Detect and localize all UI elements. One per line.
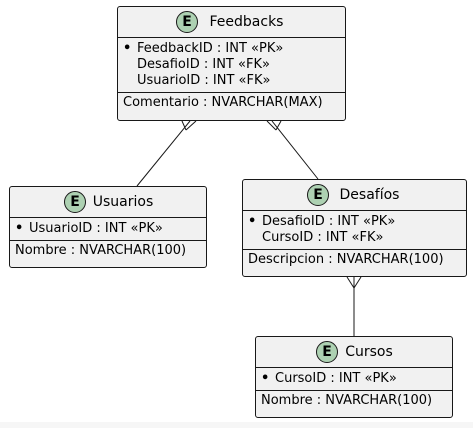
attribute: •UsuarioID : INT «PK» xyxy=(15,221,163,236)
entity-badge-icon: E xyxy=(307,184,329,206)
attribute: UsuarioID : INT «FK» xyxy=(137,73,271,88)
entity-usuarios-columns: Nombre : NVARCHAR(100) xyxy=(10,241,206,261)
entity-usuarios-title: Usuarios xyxy=(92,194,154,210)
attribute: CursoID : INT «FK» xyxy=(262,230,384,245)
relation-desafios-cursos xyxy=(346,276,362,336)
entity-cursos-columns: Nombre : NVARCHAR(100) xyxy=(256,391,452,411)
entity-cursos-header: E Cursos xyxy=(256,337,452,367)
entity-feedbacks-keys: •FeedbackID : INT «PK» DesafioID : INT «… xyxy=(118,38,345,92)
entity-desafios-keys: •DesafioID : INT «PK» CursoID : INT «FK» xyxy=(243,211,466,249)
entity-usuarios[interactable]: E Usuarios •UsuarioID : INT «PK» Nombre … xyxy=(9,186,207,268)
entity-feedbacks-header: E Feedbacks xyxy=(118,7,345,37)
entity-desafios-columns: Descripcion : NVARCHAR(100) xyxy=(243,250,466,270)
key-marker-icon: • xyxy=(261,371,270,386)
entity-desafios-header: E Desafíos xyxy=(243,180,466,210)
entity-cursos-title: Cursos xyxy=(345,344,393,360)
entity-feedbacks-columns: Comentario : NVARCHAR(MAX) xyxy=(118,93,345,113)
attribute: •FeedbackID : INT «PK» xyxy=(123,41,284,56)
key-marker-icon: • xyxy=(123,41,132,56)
entity-usuarios-header: E Usuarios xyxy=(10,187,206,217)
column: Comentario : NVARCHAR(MAX) xyxy=(123,95,323,110)
key-marker-icon: • xyxy=(248,214,257,229)
entity-desafios-title: Desafíos xyxy=(339,187,400,203)
column: Nombre : NVARCHAR(100) xyxy=(261,393,433,408)
entity-feedbacks-title: Feedbacks xyxy=(209,14,284,30)
entity-badge-icon: E xyxy=(176,11,198,33)
attribute: •CursoID : INT «PK» xyxy=(261,371,397,386)
canvas-bottom-edge xyxy=(0,422,473,428)
attribute: DesafioID : INT «FK» xyxy=(137,57,270,72)
entity-badge-icon: E xyxy=(64,191,86,213)
entity-desafios[interactable]: E Desafíos •DesafioID : INT «PK» CursoID… xyxy=(242,179,467,277)
entity-badge-icon: E xyxy=(316,341,338,363)
relation-feedbacks-usuarios xyxy=(136,120,197,187)
entity-cursos[interactable]: E Cursos •CursoID : INT «PK» Nombre : NV… xyxy=(255,336,453,418)
relation-feedbacks-desafios xyxy=(266,120,319,180)
column: Descripcion : NVARCHAR(100) xyxy=(248,252,444,267)
entity-cursos-keys: •CursoID : INT «PK» xyxy=(256,368,452,390)
entity-usuarios-keys: •UsuarioID : INT «PK» xyxy=(10,218,206,240)
entity-feedbacks[interactable]: E Feedbacks •FeedbackID : INT «PK» Desaf… xyxy=(117,6,346,121)
attribute: •DesafioID : INT «PK» xyxy=(248,214,396,229)
key-marker-icon: • xyxy=(15,221,24,236)
column: Nombre : NVARCHAR(100) xyxy=(15,243,187,258)
